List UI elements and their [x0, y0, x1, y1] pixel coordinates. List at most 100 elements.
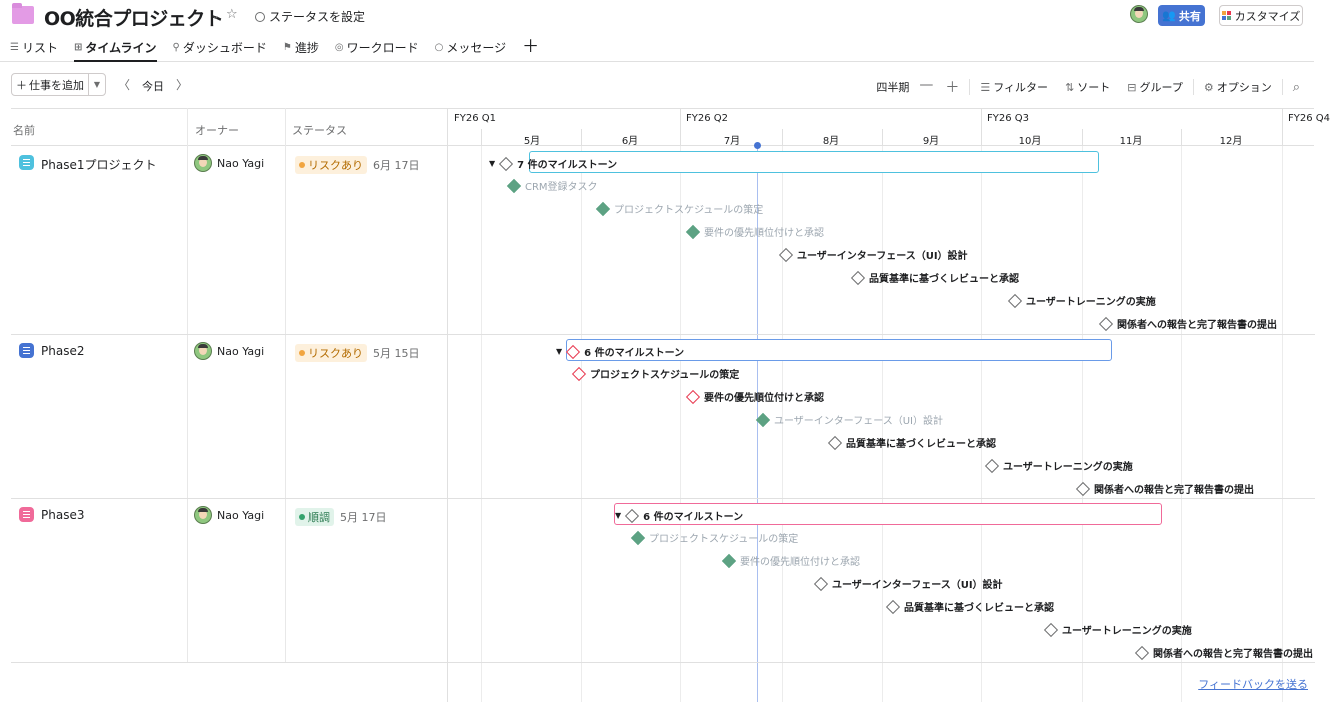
milestone[interactable]: ユーザートレーニングの実施 — [1043, 622, 1192, 637]
add-task-button[interactable]: ＋ 仕事を追加 ▼ — [11, 73, 106, 96]
owner-cell[interactable]: Nao Yagi — [194, 342, 264, 360]
project-name[interactable]: Phase3 — [41, 508, 85, 522]
table-row[interactable]: Phase1プロジェクト Nao Yagi リスクあり 6月 17日 — [11, 147, 447, 334]
milestone[interactable]: プロジェクトスケジュールの策定 — [630, 530, 798, 545]
timeline-canvas[interactable]: FY26 Q1 FY26 Q2 FY26 Q3 FY26 Q4 5月 6月 7月… — [447, 108, 1330, 702]
avatar — [194, 154, 212, 172]
milestone-diamond-icon — [566, 344, 581, 359]
milestone[interactable]: ユーザーインターフェース（UI）設計 — [755, 412, 943, 427]
customize-button[interactable]: カスタマイズ — [1219, 5, 1303, 26]
milestone[interactable]: ユーザーインターフェース（UI）設計 — [778, 247, 968, 262]
spacer — [1056, 79, 1057, 95]
tab-dashboard[interactable]: ⚲ ダッシュボード — [173, 36, 267, 58]
owner-cell[interactable]: Nao Yagi — [194, 154, 264, 172]
milestone-group-bar[interactable] — [614, 503, 1162, 525]
sort-button[interactable]: ⇅ソート — [1065, 79, 1110, 95]
milestone-label: ユーザーインターフェース（UI）設計 — [832, 580, 1003, 591]
zoom-in-icon[interactable]: ＋ — [945, 80, 960, 96]
add-tab-button[interactable]: ＋ — [522, 37, 540, 57]
milestone[interactable]: 要件の優先順位付けと承認 — [685, 389, 824, 404]
milestone[interactable]: プロジェクトスケジュールの策定 — [571, 366, 740, 381]
milestone[interactable]: 関係者への報告と完了報告書の提出 — [1134, 645, 1313, 660]
column-status[interactable]: ステータス — [292, 124, 347, 137]
milestone-label: 要件の優先順位付けと承認 — [740, 557, 860, 568]
milestone-diamond-icon — [813, 576, 829, 591]
milestone[interactable]: 要件の優先順位付けと承認 — [685, 224, 824, 239]
table-row[interactable]: Phase3 Nao Yagi 順調 5月 17日 — [11, 499, 447, 662]
status-text: 順調 — [308, 511, 330, 524]
milestone-label: 品質基準に基づくレビューと承認 — [904, 603, 1054, 614]
tab-workload[interactable]: ◎ ワークロード — [335, 36, 419, 58]
milestone[interactable]: プロジェクトスケジュールの策定 — [595, 201, 763, 216]
status-cell[interactable]: リスクあり 6月 17日 — [295, 156, 420, 174]
month-tick — [481, 129, 482, 147]
avatar[interactable] — [1130, 5, 1148, 23]
set-status-label: ステータスを設定 — [269, 10, 366, 24]
gridline — [981, 146, 982, 702]
milestone-group-label[interactable]: ▼ 6 件のマイルストーン — [556, 344, 684, 359]
milestone-group-bar[interactable] — [529, 151, 1099, 173]
chevron-left-icon[interactable]: 〈 — [118, 78, 131, 92]
milestone[interactable]: 品質基準に基づくレビューと承認 — [850, 270, 1019, 285]
project-name[interactable]: Phase1プロジェクト — [41, 158, 157, 172]
project-title[interactable]: OO統合プロジェクト — [44, 8, 224, 30]
tab-messages[interactable]: ○ メッセージ — [435, 36, 507, 58]
add-task-label: 仕事を追加 — [29, 78, 84, 92]
project-name[interactable]: Phase2 — [41, 344, 85, 358]
owner-cell[interactable]: Nao Yagi — [194, 506, 264, 524]
tab-list[interactable]: ☰ リスト — [10, 36, 58, 58]
add-task-main[interactable]: ＋ 仕事を追加 — [12, 74, 89, 95]
milestone[interactable]: 要件の優先順位付けと承認 — [721, 553, 860, 568]
milestone-group-label[interactable]: ▼ 7 件のマイルストーン — [489, 156, 617, 171]
add-task-dropdown-icon[interactable]: ▼ — [93, 80, 101, 89]
milestone-label: 関係者への報告と完了報告書の提出 — [1117, 320, 1277, 331]
chevron-down-icon[interactable]: ⌄ — [211, 9, 221, 22]
status-cell[interactable]: 順調 5月 17日 — [295, 508, 387, 526]
chevron-right-icon[interactable]: 〉 — [176, 78, 189, 92]
project-icon — [19, 507, 34, 522]
milestone[interactable]: CRM登録タスク — [506, 178, 598, 193]
table-row[interactable]: Phase2 Nao Yagi リスクあり 5月 15日 — [11, 335, 447, 498]
status-date: 5月 17日 — [340, 511, 387, 524]
caret-down-icon[interactable]: ▼ — [489, 159, 496, 168]
milestone[interactable]: 品質基準に基づくレビューと承認 — [885, 599, 1054, 614]
zoom-level[interactable]: 四半期 — [876, 81, 910, 94]
group-button[interactable]: ⊟グループ — [1127, 79, 1183, 95]
options-button[interactable]: ⚙オプション — [1204, 79, 1272, 95]
column-name[interactable]: 名前 — [13, 124, 35, 137]
star-icon[interactable]: ☆ — [226, 7, 238, 22]
spacer — [1118, 79, 1119, 95]
milestone[interactable]: 品質基準に基づくレビューと承認 — [827, 435, 996, 450]
milestone[interactable]: ユーザートレーニングの実施 — [984, 458, 1133, 473]
search-icon[interactable]: ⌕ — [1292, 79, 1300, 95]
filter-icon: ☰ — [980, 81, 991, 94]
month-label: 10月 — [1018, 136, 1042, 147]
milestone[interactable]: 関係者への報告と完了報告書の提出 — [1075, 481, 1254, 496]
customize-label: カスタマイズ — [1234, 9, 1301, 23]
month-tick — [1082, 129, 1083, 147]
quarter-label: FY26 Q4 — [1288, 113, 1330, 124]
tab-timeline[interactable]: ⊞ タイムライン — [73, 36, 157, 62]
share-button[interactable]: 👥 共有 — [1158, 5, 1205, 26]
tab-progress[interactable]: ⚑ 進捗 — [283, 36, 319, 58]
milestone-group-label[interactable]: ▼ 6 件のマイルストーン — [615, 508, 743, 523]
milestone-diamond-icon — [1007, 293, 1023, 308]
milestone[interactable]: ユーザーインターフェース（UI）設計 — [813, 576, 1003, 591]
set-status-button[interactable]: ステータスを設定 — [255, 8, 365, 25]
milestone[interactable]: 関係者への報告と完了報告書の提出 — [1098, 316, 1277, 331]
column-owner[interactable]: オーナー — [195, 124, 239, 137]
milestone-label: プロジェクトスケジュールの策定 — [590, 370, 740, 381]
status-date: 6月 17日 — [373, 159, 420, 172]
zoom-out-icon[interactable]: — — [919, 77, 934, 93]
milestone[interactable]: ユーザートレーニングの実施 — [1007, 293, 1156, 308]
status-date: 5月 15日 — [373, 347, 420, 360]
tab-label: 進捗 — [294, 40, 319, 55]
caret-down-icon[interactable]: ▼ — [556, 347, 563, 356]
today-button[interactable]: 今日 — [142, 80, 164, 93]
filter-button[interactable]: ☰フィルター — [980, 79, 1048, 95]
status-cell[interactable]: リスクあり 5月 15日 — [295, 344, 420, 362]
feedback-link[interactable]: フィードバックを送る — [1198, 678, 1308, 691]
milestone-done-icon — [630, 530, 646, 545]
milestone-diamond-icon — [827, 435, 843, 450]
caret-down-icon[interactable]: ▼ — [615, 511, 622, 520]
